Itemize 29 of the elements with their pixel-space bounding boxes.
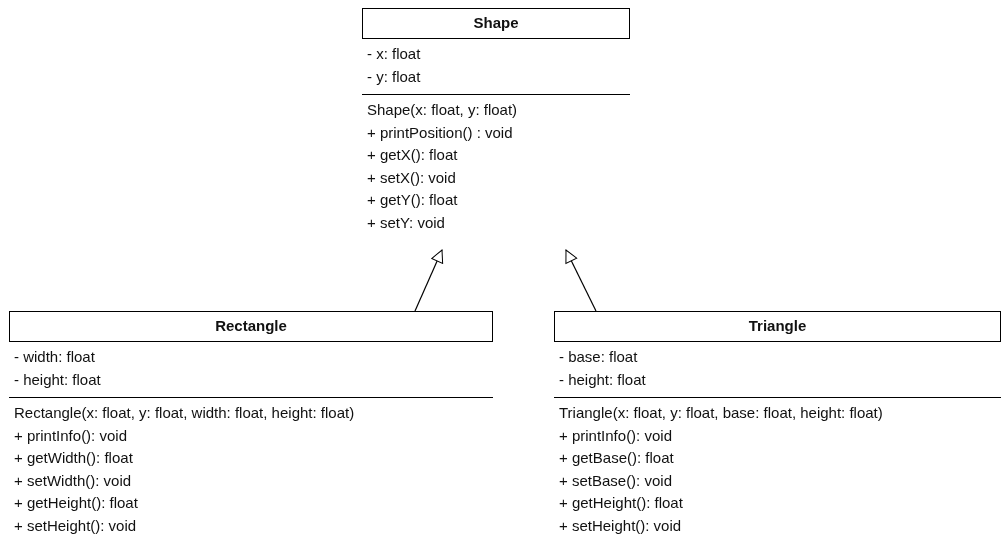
class-member: + getHeight(): float [559,493,683,513]
class-member: - width: float [14,347,95,367]
class-member: + getBase(): float [559,448,674,468]
class-member: - height: float [14,369,101,390]
class-member: + printInfo(): void [559,425,672,446]
class-member: - x: float [367,44,421,64]
class-name: Triangle [747,316,808,336]
class-member: + getWidth(): float [14,448,133,468]
class-member: - height: float [559,369,646,390]
class-member: Rectangle(x: float, y: float, width: float, height: float) [14,403,355,423]
class-member: - base: float [559,347,638,367]
class-member: + setX(): void [367,167,456,188]
class-member: + getX(): float [367,145,458,165]
class-member: + setHeight(): void [14,515,137,536]
class-name: Shape [472,13,520,33]
class-member: - y: float [367,66,421,87]
class-member: Triangle(x: float, y: float, base: float, height: float) [559,403,883,423]
inheritance-arrow [414,249,444,312]
class-name: Rectangle [214,316,288,336]
class-member: + printInfo(): void [14,425,127,446]
class-member: + printPosition() : void [367,122,513,143]
class-member: Shape(x: float, y: float) [367,100,518,120]
class-member: + getHeight(): float [14,493,138,513]
class-member: + setBase(): void [559,470,672,491]
inheritance-arrow [565,249,597,312]
class-member: + setY: void [367,212,445,233]
class-member: + setWidth(): void [14,470,132,491]
class-member: + getY(): float [367,190,458,210]
class-member: + setHeight(): void [559,515,682,536]
